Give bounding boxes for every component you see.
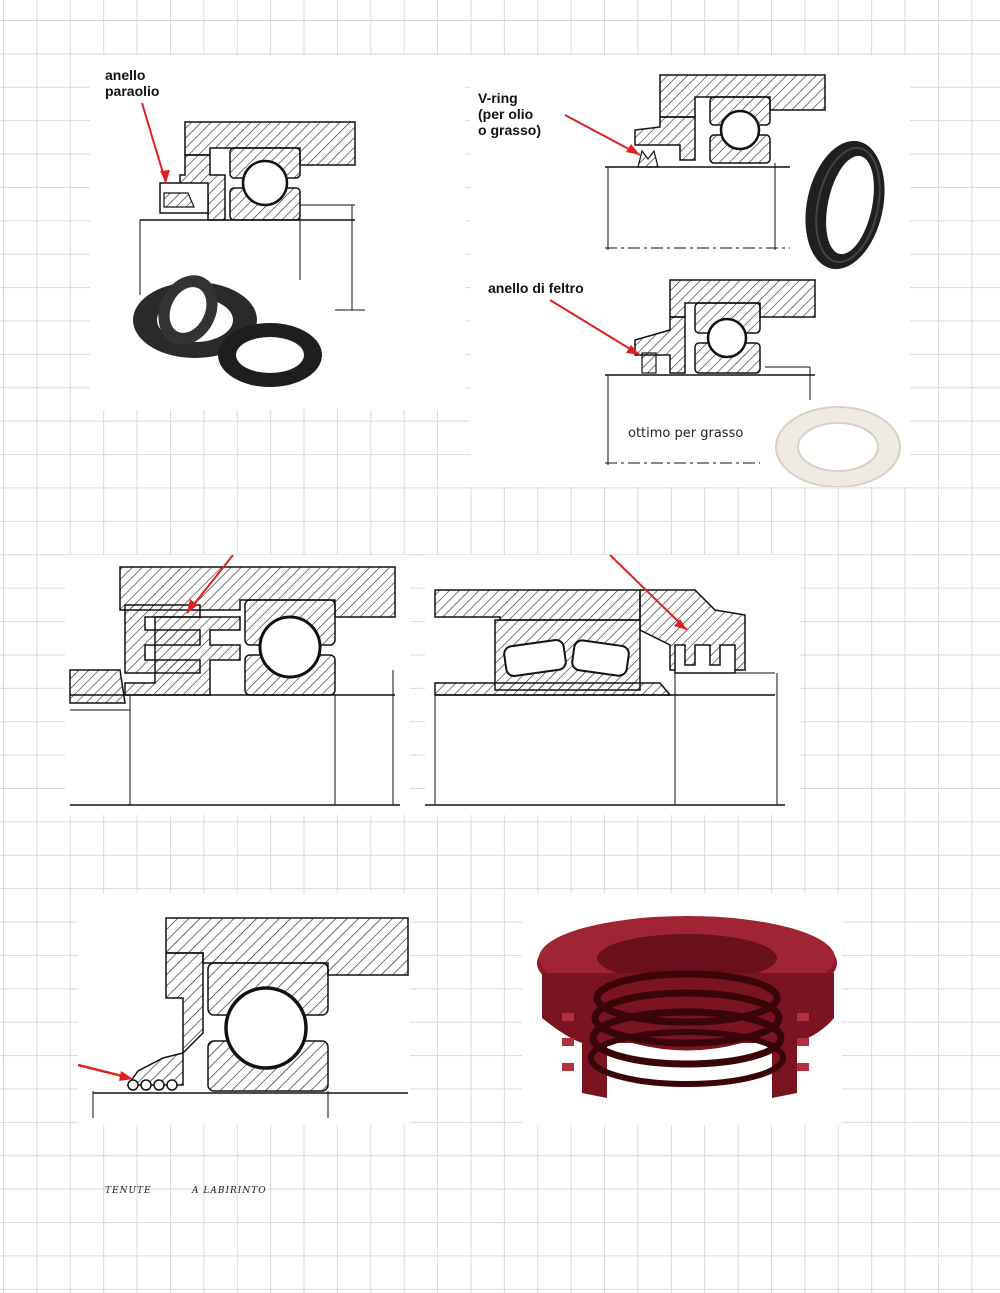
oil-seal-photo [133,275,322,387]
labyrinth-left-drawing [69,555,400,806]
oil-seal-label: anello paraolio [105,67,160,99]
v-ring-label: V-ring (per olio o grasso) [478,90,542,138]
labyrinth-seal-photo [522,893,842,1125]
v-ring-felt-drawing [549,74,901,487]
v-ring-photo [805,140,885,270]
oil-seal-drawing [133,102,365,387]
red-seal-render [537,916,837,1098]
labyrinth-seal-figure-left [65,555,410,815]
felt-ring-caption: ottimo per grasso [628,426,744,441]
labyrinth-seal-figure-bottom [78,893,410,1125]
v-ring-felt-figure: V-ring (per olio o grasso) anello di fel… [470,55,910,487]
handwritten-note-right: a labirinto [192,1186,267,1196]
labyrinth-seal-figure-right [425,555,800,815]
felt-ring-label: anello di feltro [488,280,584,296]
felt-ring-photo [775,406,901,487]
labyrinth-right-drawing [425,555,785,806]
oil-seal-figure: anello paraolio [90,55,465,410]
handwritten-note-left: Tenute [105,1186,152,1196]
labyrinth-bottom-drawing [78,917,409,1118]
